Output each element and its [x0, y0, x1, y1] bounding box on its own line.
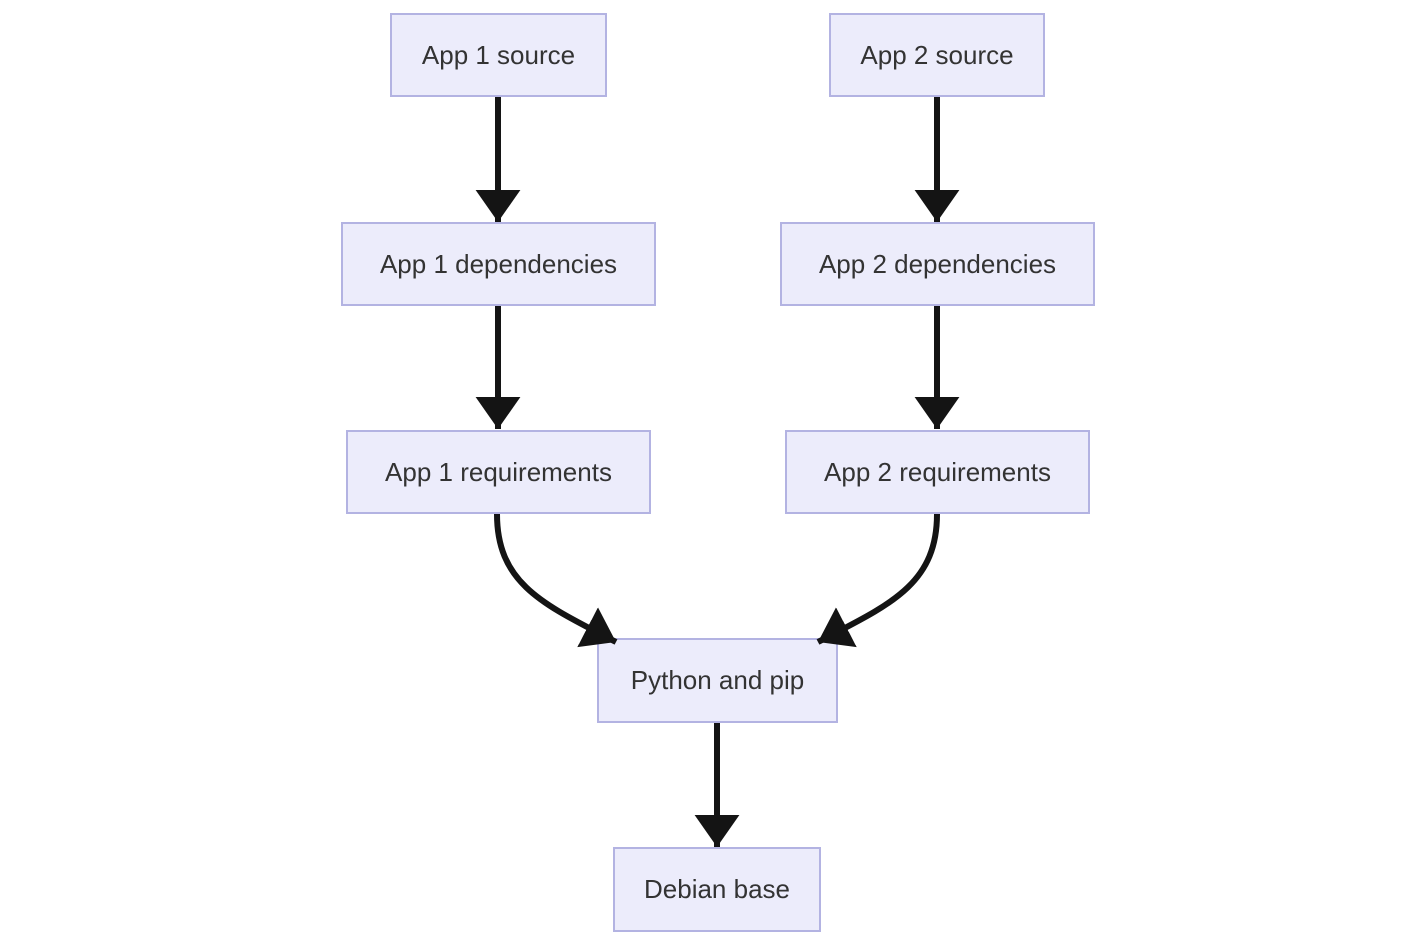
node-app1-requirements: App 1 requirements — [346, 430, 651, 514]
node-app1-dependencies: App 1 dependencies — [341, 222, 656, 306]
node-python-pip: Python and pip — [597, 638, 838, 723]
edge-app2-requirements-to-python-pip — [816, 513, 940, 648]
node-app2-dependencies: App 2 dependencies — [780, 222, 1095, 306]
node-debian-base: Debian base — [613, 847, 821, 932]
node-app2-source: App 2 source — [829, 13, 1045, 97]
node-app2-requirements: App 2 requirements — [785, 430, 1090, 514]
edge-app1-requirements-to-python-pip — [494, 513, 618, 648]
node-app1-source: App 1 source — [390, 13, 607, 97]
